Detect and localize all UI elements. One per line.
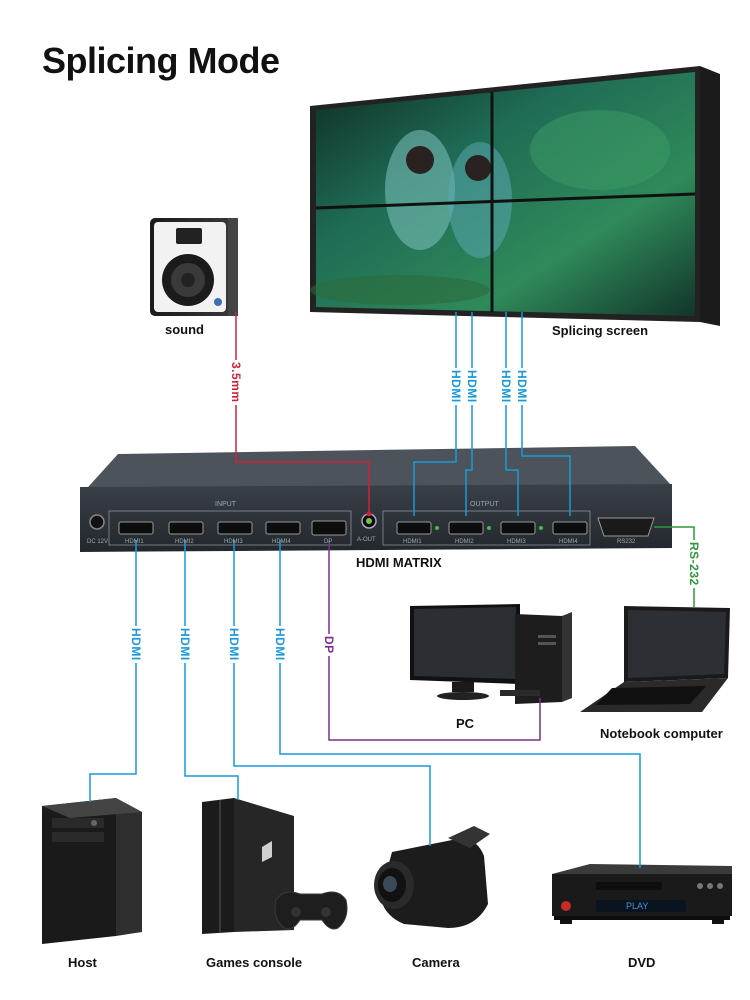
notebook-label: Notebook computer bbox=[600, 726, 723, 741]
camera-device bbox=[374, 826, 490, 928]
pc-label: PC bbox=[456, 716, 475, 731]
dc-label: DC 12V bbox=[87, 539, 109, 545]
rs232-cable-label: RS-232 bbox=[687, 540, 701, 588]
out-port-label-1: HDMI1 bbox=[403, 539, 422, 545]
dp-cable-label: DP bbox=[322, 634, 336, 656]
out-port-label-4: HDMI4 bbox=[559, 539, 578, 545]
input-group-label: INPUT bbox=[215, 501, 236, 508]
hdmi-in-label-2: HDMI bbox=[178, 626, 192, 663]
splicing-screen-label: Splicing screen bbox=[552, 323, 649, 338]
camera-label: Camera bbox=[412, 955, 460, 970]
page-title: Splicing Mode bbox=[42, 40, 280, 81]
in-port-label-2: HDMI2 bbox=[175, 539, 194, 545]
output-group-label: OUTPUT bbox=[470, 501, 499, 508]
hdmi-out-label-2: HDMI bbox=[465, 368, 479, 405]
out-port-label-3: HDMI3 bbox=[507, 539, 526, 545]
dvd-label: DVD bbox=[628, 955, 656, 970]
rs232-port-label: RS232 bbox=[617, 539, 636, 545]
hdmi-in-label-3: HDMI bbox=[227, 626, 241, 663]
host-device bbox=[42, 798, 142, 944]
hdmi-in-label-4: HDMI bbox=[273, 626, 287, 663]
aout-label: A-OUT bbox=[357, 537, 376, 543]
dvd-device bbox=[552, 864, 732, 924]
in-port-label-3: HDMI3 bbox=[224, 539, 243, 545]
hdmi-input-cable-camera bbox=[233, 540, 431, 846]
hdmi-matrix-box bbox=[80, 446, 672, 552]
hdmi-out-label-3: HDMI bbox=[499, 368, 513, 405]
dvd-display-label: PLAY bbox=[626, 901, 649, 911]
games-console-device bbox=[202, 798, 348, 934]
in-port-label-4: HDMI4 bbox=[272, 539, 291, 545]
in-port-label-1: HDMI1 bbox=[125, 539, 144, 545]
splicing-screen bbox=[310, 66, 720, 326]
host-label: Host bbox=[68, 955, 97, 970]
matrix-label: HDMI MATRIX bbox=[356, 555, 442, 570]
hdmi-out-label-4: HDMI bbox=[515, 368, 529, 405]
out-port-label-2: HDMI2 bbox=[455, 539, 474, 545]
speaker bbox=[150, 218, 238, 316]
hdmi-in-label-1: HDMI bbox=[129, 626, 143, 663]
hdmi-input-cable-console bbox=[184, 540, 239, 800]
in-port-label-5: DP bbox=[324, 539, 333, 545]
hdmi-out-label-1: HDMI bbox=[449, 368, 463, 405]
hdmi-input-cable-dvd bbox=[279, 540, 641, 868]
pc-device bbox=[410, 604, 572, 704]
notebook-device bbox=[580, 606, 730, 712]
audio-cable-label: 3.5mm bbox=[229, 360, 243, 405]
games-console-label: Games console bbox=[206, 955, 303, 970]
sound-label: sound bbox=[165, 322, 204, 337]
hdmi-input-cable-host bbox=[89, 540, 137, 802]
